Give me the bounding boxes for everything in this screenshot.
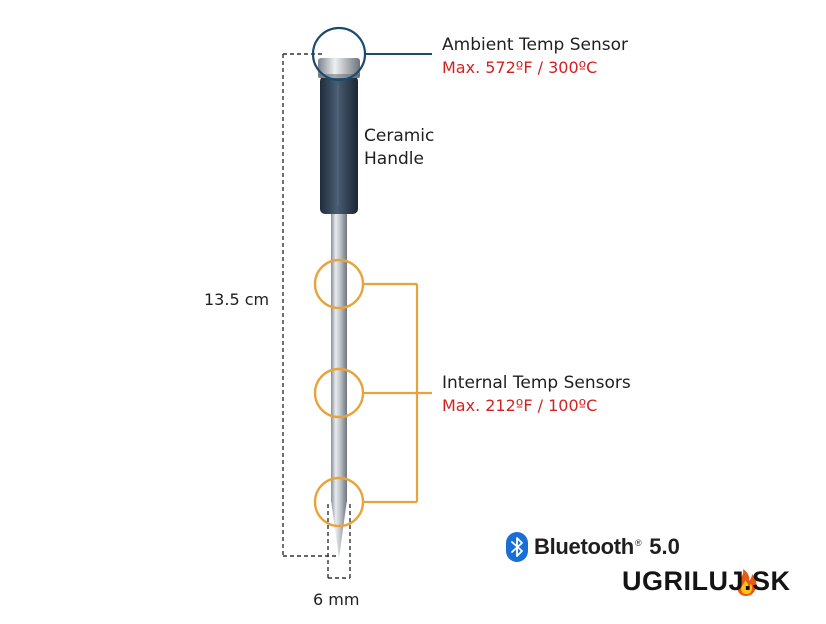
bluetooth-wordmark: Bluetooth® <box>534 534 642 559</box>
flame-icon <box>737 569 757 596</box>
brand-watermark: UGRILUJ.SK <box>622 566 791 596</box>
ambient-sensor-max: Max. 572ºF / 300ºC <box>442 58 598 77</box>
bluetooth-version: 5.0 <box>649 534 680 559</box>
handle-label-line1: Ceramic <box>364 126 435 146</box>
probe-body <box>318 58 360 558</box>
ceramic-handle <box>320 76 358 214</box>
bluetooth-icon <box>506 532 528 562</box>
length-label: 13.5 cm <box>204 290 270 309</box>
internal-sensors-max: Max. 212ºF / 100ºC <box>442 396 598 415</box>
metal-cap <box>318 58 360 78</box>
bluetooth-badge: Bluetooth® 5.0 <box>506 532 680 562</box>
diameter-dimension <box>327 504 351 579</box>
ambient-sensor-callout <box>311 26 432 82</box>
handle-label-line2: Handle <box>364 149 424 169</box>
diameter-label: 6 mm <box>313 590 360 609</box>
internal-sensors-title: Internal Temp Sensors <box>442 373 631 393</box>
ambient-sensor-title: Ambient Temp Sensor <box>442 35 628 55</box>
internal-sensors-callout <box>313 258 432 528</box>
